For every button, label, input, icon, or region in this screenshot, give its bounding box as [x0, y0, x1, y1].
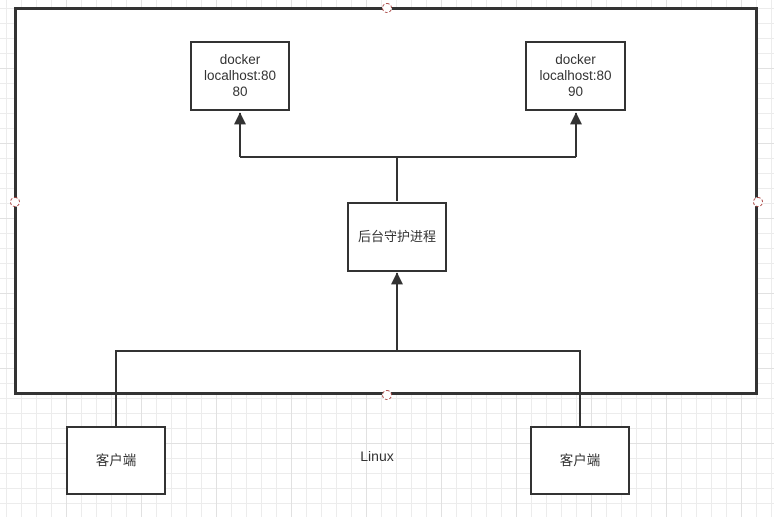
node-label-line: 80 [232, 84, 248, 99]
host-label[interactable]: Linux [360, 448, 394, 464]
node-label-line: localhost:80 [203, 68, 277, 83]
selection-handle-right[interactable] [753, 197, 763, 207]
node-label-line: docker [219, 52, 261, 67]
selection-handle-left[interactable] [10, 197, 20, 207]
linux-host-rect[interactable] [14, 7, 758, 395]
node-label-line: 90 [567, 84, 584, 99]
node-label: 后台守护进程 [357, 229, 436, 244]
node-label: 客户端 [95, 452, 137, 468]
node-client-right[interactable]: 客户端 [530, 426, 630, 495]
node-label-line: localhost:80 [539, 68, 612, 83]
node-daemon[interactable]: 后台守护进程 [347, 202, 447, 272]
selection-handle-top[interactable] [382, 3, 392, 13]
node-docker-8090[interactable]: docker localhost:80 90 [525, 41, 626, 111]
node-docker-8080[interactable]: docker localhost:80 80 [190, 41, 290, 111]
selection-handle-bottom[interactable] [382, 390, 392, 400]
node-label-line: docker [555, 52, 596, 67]
node-client-left[interactable]: 客户端 [66, 426, 166, 495]
node-label: 客户端 [559, 452, 601, 468]
